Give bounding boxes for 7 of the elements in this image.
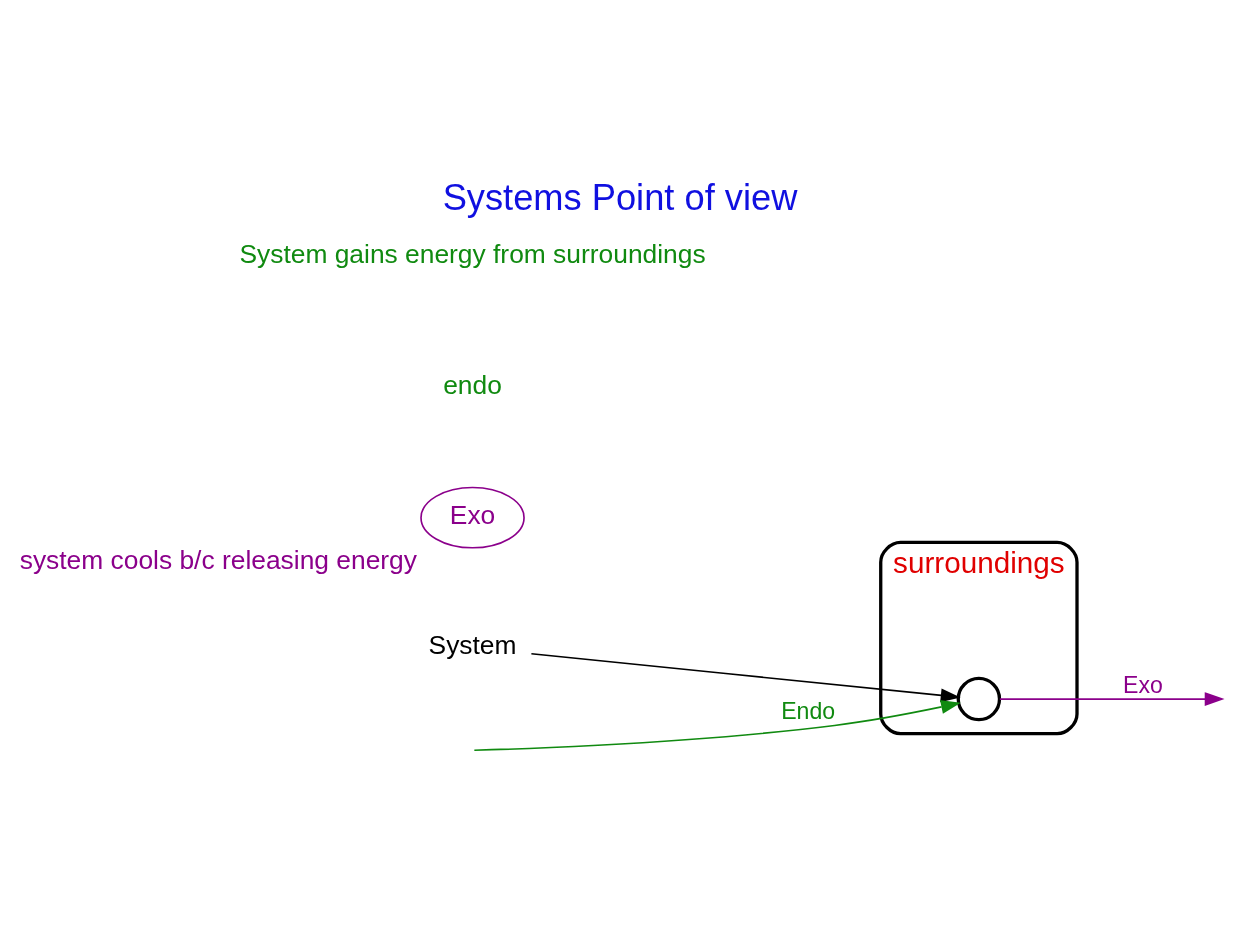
node-label: system cools b/c releasing energy	[19, 545, 417, 576]
label: System gains energy from surroundings	[239, 239, 706, 270]
diagram-title: Systems Point of view	[442, 177, 798, 219]
edge-label: Endo	[781, 698, 836, 725]
edge-label: Exo	[1123, 671, 1163, 698]
label: endo	[443, 369, 502, 400]
node-text: System	[428, 630, 517, 661]
